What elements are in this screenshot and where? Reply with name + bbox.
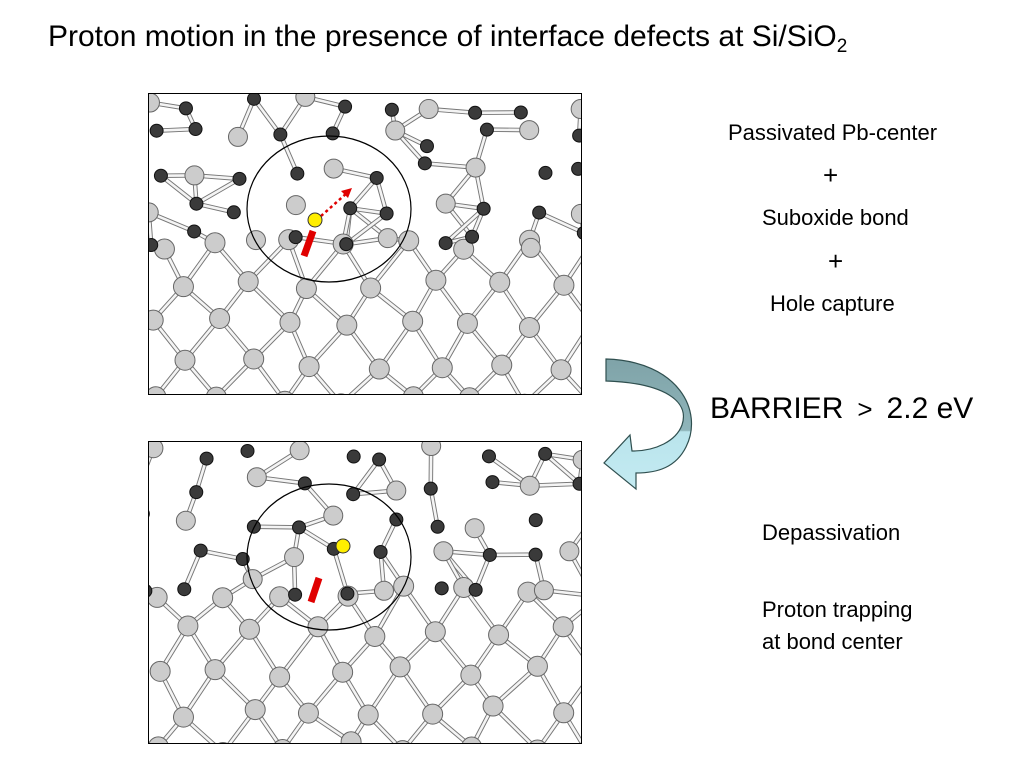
structure-panel-before: [148, 93, 582, 395]
atoms: [149, 94, 581, 394]
barrier-word: BARRIER: [710, 392, 844, 425]
atomic-structure-after: [149, 442, 581, 743]
passivated-pb-center-label: Passivated Pb-center: [728, 120, 938, 145]
curved-arrow-icon: [603, 358, 693, 491]
defect-region: [246, 135, 412, 283]
proton-path-arrowhead: [341, 188, 352, 198]
structure-panel-after: [148, 441, 582, 744]
plus-sign-1: +: [823, 160, 839, 190]
depassivation-label: Depassivation: [762, 520, 901, 545]
proton-path-arrow: [320, 192, 348, 217]
proton-atom: [335, 538, 351, 554]
proton-trapping-label: Proton trapping at bond center: [762, 594, 912, 658]
suboxide-bond-label: Suboxide bond: [762, 205, 909, 230]
barrier-value: 2.2 eV: [886, 392, 974, 425]
barrier-label: BARRIER >2.2 eV: [710, 392, 973, 426]
atoms: [149, 442, 581, 743]
proton-trapping-line1: Proton trapping: [762, 597, 913, 622]
proton-atom: [307, 212, 323, 228]
dangling-bond-mark: [300, 229, 317, 258]
atomic-structure-before: [149, 94, 581, 394]
title-subscript: 2: [836, 36, 848, 57]
plus-sign-2: +: [828, 246, 844, 276]
title-text: Proton motion in the presence of interfa…: [48, 20, 837, 53]
hole-capture-label: Hole capture: [770, 291, 895, 316]
page-title: Proton motion in the presence of interfa…: [48, 20, 847, 58]
barrier-operator: >: [857, 394, 873, 424]
dangling-bond-mark: [307, 576, 323, 604]
defect-region: [246, 483, 412, 631]
proton-trapping-line2: at bond center: [762, 629, 903, 654]
